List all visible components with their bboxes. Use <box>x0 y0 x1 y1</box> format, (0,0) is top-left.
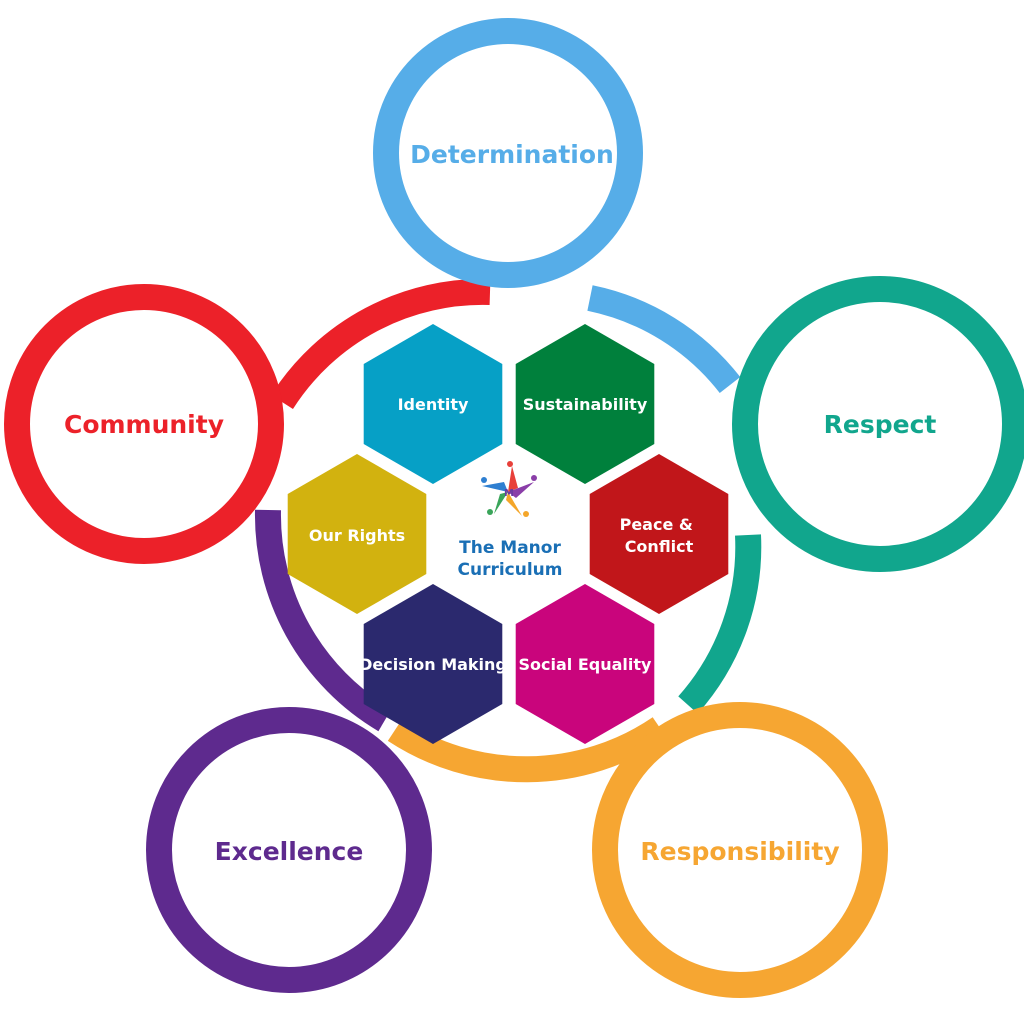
value-circle-respect <box>732 276 1024 572</box>
ring-arc-excellence <box>254 509 392 732</box>
logo-head-blue <box>481 477 487 483</box>
value-labels: Determination Respect Responsibility Exc… <box>64 140 936 866</box>
ring-arc-respect <box>678 534 762 714</box>
hexagon-identity <box>363 324 503 484</box>
value-circles <box>4 18 1024 998</box>
value-label-community: Community <box>64 410 224 439</box>
theme-label-peace-conflict-line2: Conflict <box>625 537 694 556</box>
logo-head-red <box>507 461 513 467</box>
logo-ray-purple <box>508 482 534 498</box>
hexagon-social-equality <box>515 584 655 744</box>
star-people-icon: M <box>481 461 537 517</box>
logo-ray-green <box>494 492 508 514</box>
value-label-determination: Determination <box>410 140 614 169</box>
center-title-line2: Curriculum <box>458 560 563 580</box>
ring-arc-community <box>271 278 491 410</box>
theme-label-peace-conflict-line1: Peace & <box>620 515 693 534</box>
hexagon-our-rights <box>287 454 427 614</box>
logo-letter: M <box>504 488 514 499</box>
theme-label-social-equality: Social Equality <box>519 655 653 674</box>
ring-arc-responsibility <box>387 717 668 783</box>
value-circle-community <box>4 284 284 564</box>
theme-label-sustainability: Sustainability <box>523 395 648 414</box>
logo-ray-red <box>508 466 518 492</box>
theme-hexagons <box>287 324 729 744</box>
theme-label-peace-conflict: Peace & Conflict <box>620 515 699 556</box>
hexagon-sustainability <box>515 324 655 484</box>
center-title-line1: The Manor <box>459 538 561 558</box>
value-label-responsibility: Responsibility <box>640 837 839 866</box>
hexagon-decision-making <box>363 584 503 744</box>
theme-labels: Identity Sustainability Our Rights Peace… <box>309 395 699 674</box>
value-circle-excellence <box>146 707 432 993</box>
theme-label-our-rights: Our Rights <box>309 526 405 545</box>
center-logo: M The Manor Curriculum <box>458 461 563 580</box>
value-label-respect: Respect <box>824 410 937 439</box>
hexagon-peace-conflict <box>589 454 729 614</box>
logo-head-green <box>487 509 493 515</box>
logo-head-orange <box>523 511 529 517</box>
logo-head-purple <box>531 475 537 481</box>
value-circle-responsibility <box>592 702 888 998</box>
theme-label-identity: Identity <box>398 395 469 414</box>
theme-label-decision-making: Decision Making <box>359 655 507 674</box>
logo-ray-blue <box>482 482 508 492</box>
ring-arc-determination <box>587 285 741 394</box>
logo-ray-orange <box>506 492 522 516</box>
value-label-excellence: Excellence <box>215 837 364 866</box>
central-ring <box>254 278 762 783</box>
value-circle-determination <box>373 18 643 288</box>
